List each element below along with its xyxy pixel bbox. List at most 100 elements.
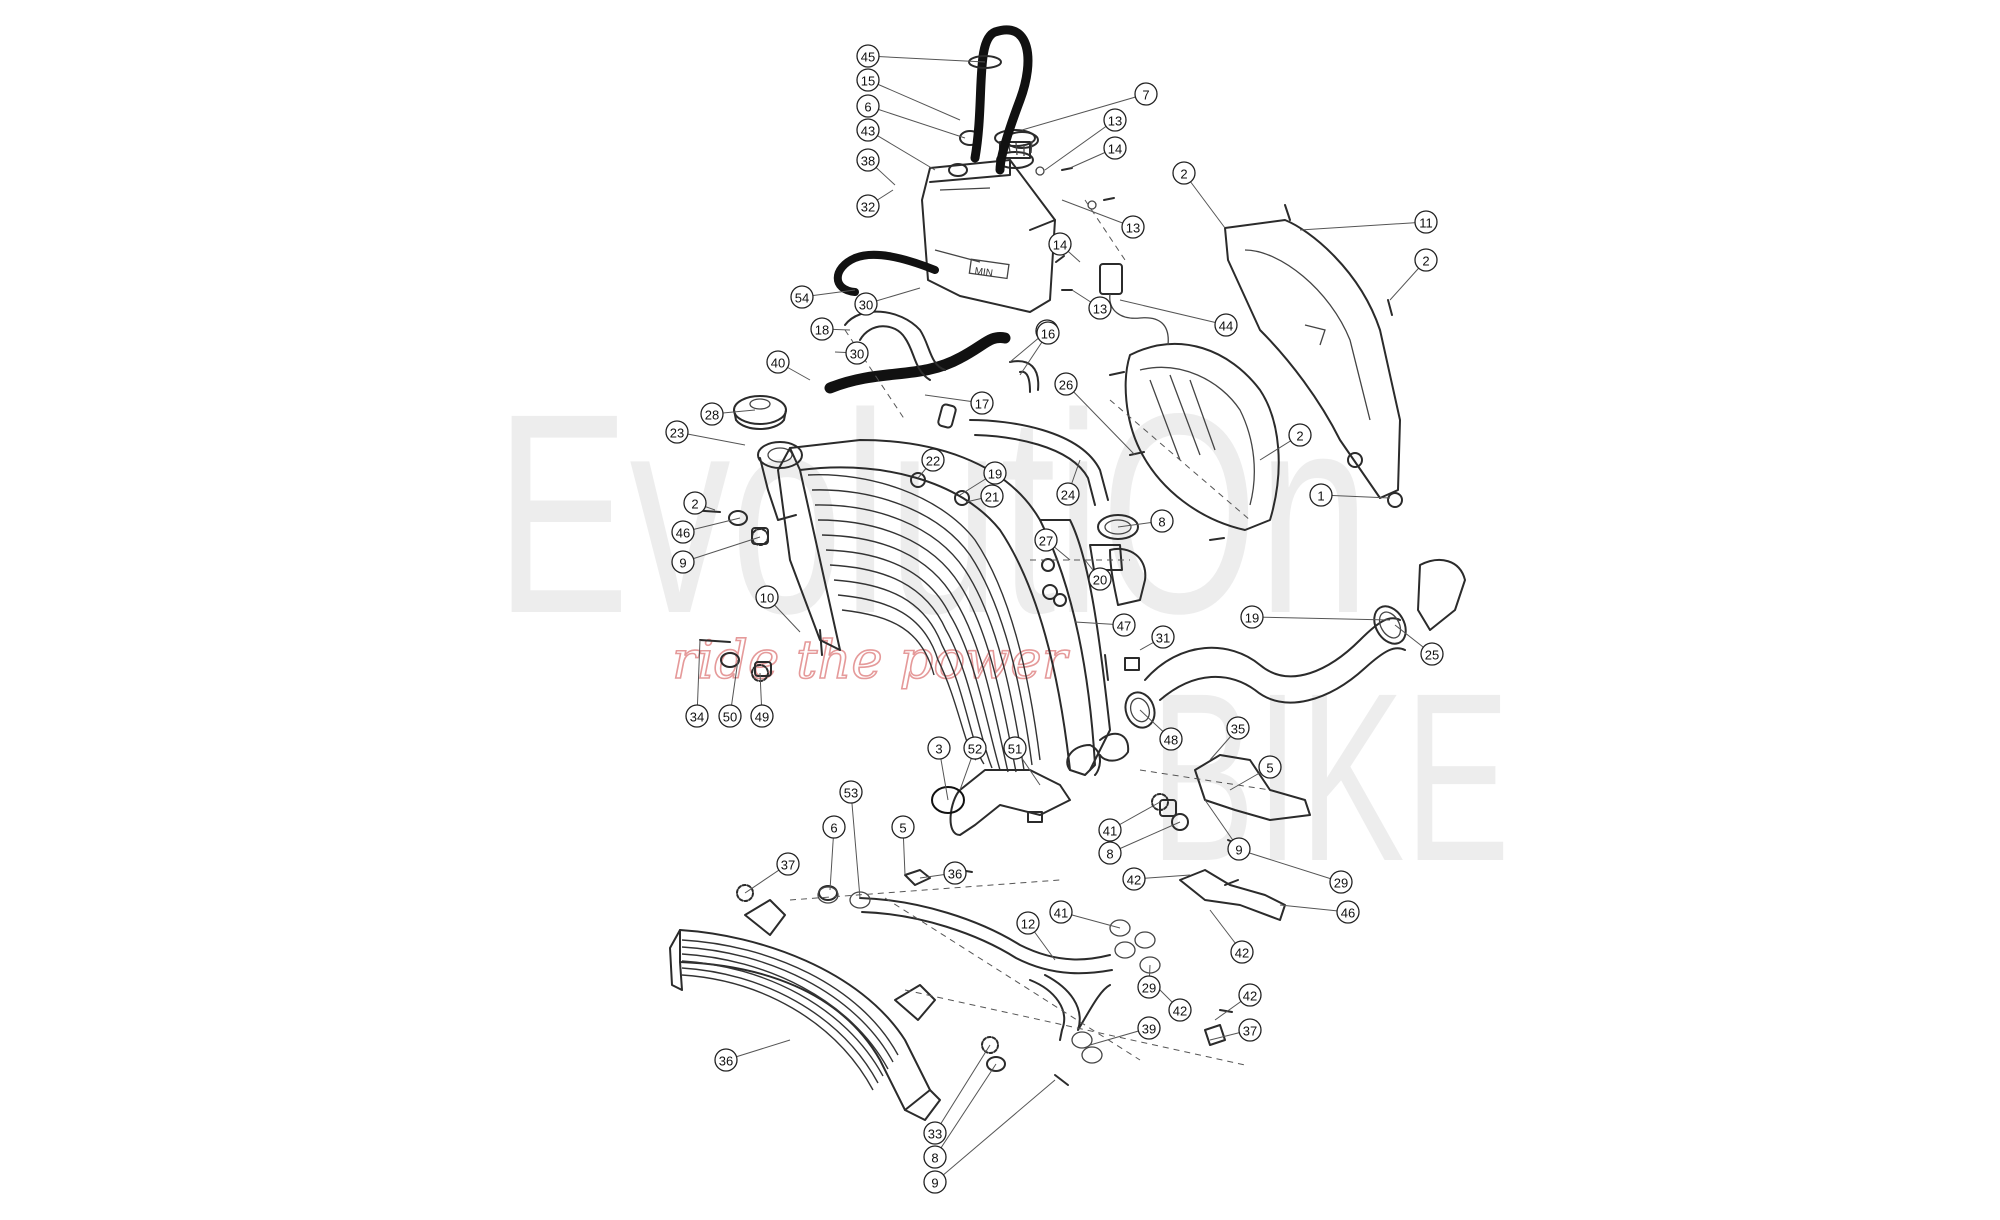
callout-label: 51	[1008, 742, 1022, 757]
callout-label: 41	[1103, 824, 1117, 839]
callout-circle	[1088, 567, 1112, 591]
hose-clamp-25	[1124, 691, 1156, 729]
oil-pipe-upper	[859, 897, 1113, 975]
callout-label: 42	[1243, 989, 1257, 1004]
callout-23: 23	[665, 420, 689, 444]
watermark-slogan: ride the power	[672, 631, 1070, 691]
callout-circle	[718, 704, 742, 728]
tank-badge: MIN	[974, 266, 994, 279]
callout-30: 30	[845, 341, 869, 365]
callout-1: 1	[1309, 483, 1333, 507]
leader-line	[867, 105, 966, 139]
callout-9: 9	[923, 1170, 947, 1194]
callout-circle	[1088, 296, 1112, 320]
callout-26: 26	[1054, 372, 1078, 396]
callout-circle	[1150, 509, 1174, 533]
callout-label: 8	[931, 1151, 938, 1166]
callout-label: 30	[850, 347, 864, 362]
callout-label: 13	[1093, 302, 1107, 317]
callout-9: 9	[1227, 837, 1251, 861]
callout-label: 43	[861, 124, 875, 139]
callout-label: 38	[861, 154, 875, 169]
callout-40: 40	[766, 350, 790, 374]
callout-circle	[1414, 248, 1438, 272]
callout-circle	[714, 1048, 738, 1072]
callout-16: 16	[1036, 321, 1060, 345]
callout-circle	[1098, 818, 1122, 842]
callout-circle	[1016, 911, 1040, 935]
callout-9: 9	[671, 550, 695, 574]
callout-label: 2	[1296, 429, 1303, 444]
callout-label: 7	[1142, 88, 1149, 103]
callout-label: 17	[975, 397, 989, 412]
callout-circle	[921, 448, 945, 472]
callout-39: 39	[1137, 1016, 1161, 1040]
callout-29: 29	[1329, 870, 1353, 894]
leader-line	[867, 55, 986, 63]
callout-circle	[943, 861, 967, 885]
callout-17: 17	[970, 391, 994, 415]
callout-43: 43	[856, 118, 880, 142]
callout-label: 47	[1117, 619, 1131, 634]
callout-20: 20	[1088, 567, 1112, 591]
callout-circle	[1134, 82, 1158, 106]
callout-circle	[891, 815, 915, 839]
bracket-3	[1194, 754, 1311, 821]
fan-wiring	[1099, 263, 1169, 346]
callout-label: 54	[795, 291, 809, 306]
callout-circle	[980, 484, 1004, 508]
callout-label: 42	[1235, 946, 1249, 961]
callout-6: 6	[822, 815, 846, 839]
callout-18: 18	[810, 317, 834, 341]
callout-label: 15	[861, 74, 875, 89]
callout-circle	[927, 736, 951, 760]
callout-label: 45	[861, 50, 875, 65]
leader-line	[1065, 383, 1136, 456]
bracket-12	[1179, 869, 1286, 921]
leader-line	[850, 791, 861, 899]
callout-circle	[750, 704, 774, 728]
callout-circle	[1103, 136, 1127, 160]
callout-10: 10	[755, 585, 779, 609]
callout-8: 8	[1150, 509, 1174, 533]
outlet-elbow	[1109, 547, 1147, 606]
callout-label: 25	[1425, 648, 1439, 663]
leader-line	[934, 1079, 1056, 1183]
callout-circle	[856, 44, 880, 68]
callout-label: 42	[1127, 873, 1141, 888]
callout-24: 24	[1056, 482, 1080, 506]
callout-circle	[923, 1170, 947, 1194]
callout-42: 42	[1238, 983, 1262, 1007]
callout-8: 8	[923, 1145, 947, 1169]
callout-label: 52	[968, 742, 982, 757]
callout-label: 27	[1039, 534, 1053, 549]
callout-32: 32	[856, 194, 880, 218]
callout-2: 2	[683, 491, 707, 515]
callout-label: 12	[1021, 917, 1035, 932]
leader-line	[1109, 821, 1181, 854]
callout-label: 19	[1245, 611, 1259, 626]
callout-label: 2	[1422, 254, 1429, 269]
callout-label: 29	[1334, 876, 1348, 891]
callout-label: 10	[760, 591, 774, 606]
fan-shroud	[1224, 219, 1401, 499]
callout-circle	[856, 194, 880, 218]
callout-label: 8	[1158, 515, 1165, 530]
callout-19: 19	[1240, 605, 1264, 629]
callout-circle	[1054, 372, 1078, 396]
callout-label: 14	[1053, 238, 1067, 253]
callout-circle	[1121, 215, 1145, 239]
callout-circle	[683, 491, 707, 515]
callout-54: 54	[790, 285, 814, 309]
callout-13: 13	[1103, 108, 1127, 132]
callout-5: 5	[891, 815, 915, 839]
leader-line	[1239, 849, 1342, 883]
callout-label: 42	[1173, 1004, 1187, 1019]
callout-circle	[1226, 716, 1250, 740]
expansion-tank: MIN	[921, 129, 1056, 313]
callout-circle	[1112, 613, 1136, 637]
fasteners	[689, 166, 1403, 1086]
callout-label: 6	[864, 100, 871, 115]
callout-label: 36	[719, 1054, 733, 1069]
callout-label: 11	[1419, 216, 1433, 231]
